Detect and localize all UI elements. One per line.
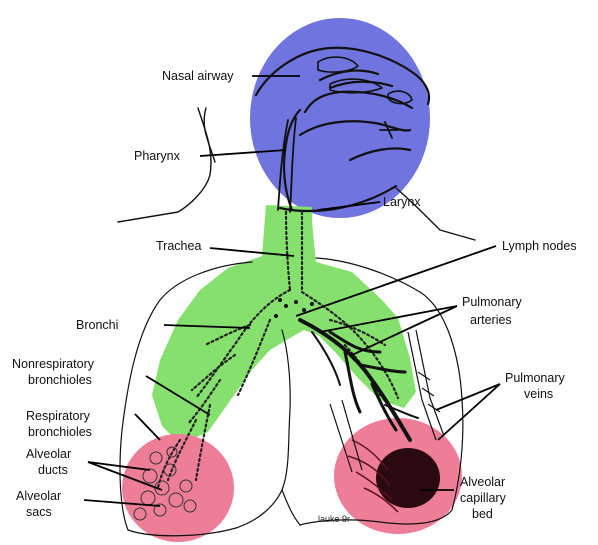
label-pulmonary-veins-1: Pulmonary [505,371,565,385]
label-respiratory-2: bronchioles [28,425,92,439]
label-pulmonary-arteries-2: arteries [470,313,512,327]
label-alveolar-sacs-2: sacs [26,505,52,519]
label-larynx: Larynx [383,195,421,209]
label-alveolar-sacs-1: Alveolar [16,489,61,503]
label-nasal-airway: Nasal airway [162,69,234,83]
label-capillary-bed-3: bed [472,507,493,521]
label-pharynx: Pharynx [134,149,181,163]
label-pulmonary-arteries-1: Pulmonary [462,295,522,309]
label-lymph-nodes: Lymph nodes [502,239,577,253]
label-capillary-bed-2: capillary [460,491,507,505]
label-alveolar-ducts-2: ducts [38,463,68,477]
label-alveolar-ducts-1: Alveolar [26,447,71,461]
label-respiratory-1: Respiratory [26,409,91,423]
label-capillary-bed-1: Alveolar [460,475,505,489]
alveolar-region-left [122,434,234,542]
label-nonrespiratory-2: bronchioles [28,373,92,387]
label-bronchi: Bronchi [76,318,118,332]
label-trachea: Trachea [156,239,201,253]
label-nonrespiratory-1: Nonrespiratory [12,357,95,371]
diaphragm-scribble: lauke 9r [318,514,350,524]
label-pulmonary-veins-2: veins [524,387,553,401]
